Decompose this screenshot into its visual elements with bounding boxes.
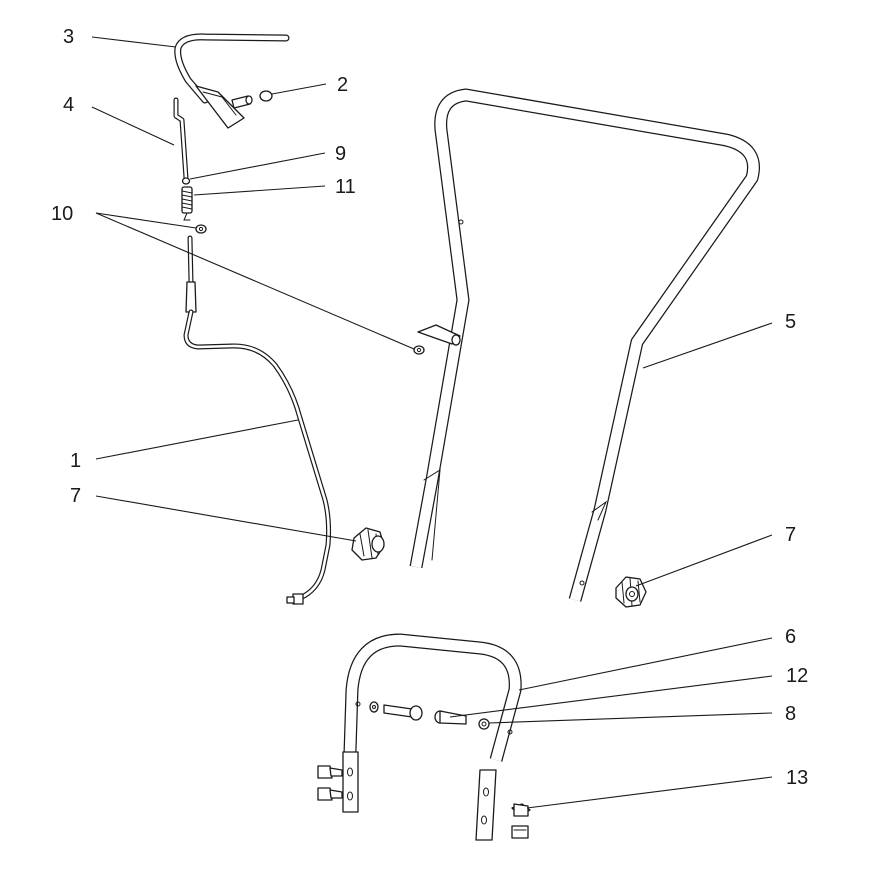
leader-3 [91,36,177,48]
leader-6 [518,637,773,691]
part-5-upper-handle [409,88,760,602]
leader-7b [635,534,773,587]
callout-13: 13 [786,767,808,789]
part-8-washer-left [369,701,379,713]
callout-5: 5 [785,311,796,333]
leader-9 [189,152,326,180]
part-2-pin-cap [259,90,273,102]
part-4-lever-rod [173,97,189,181]
part-13-screw-left-lower [317,787,343,801]
part-7-knob-left [351,527,385,561]
leader-4 [91,106,175,146]
part-11-spring [181,186,193,221]
callout-10: 10 [51,203,73,225]
callout-12: 12 [786,665,808,687]
leader-7a [95,495,357,542]
part-13-screw-right-lower [511,825,529,839]
part-3-control-lever [174,33,290,129]
part-1-control-cable [183,235,332,605]
leader-10a [95,212,197,229]
part-12-bolt-right [434,710,467,725]
part-10-nut-lower [413,345,425,355]
part-7-knob-right [615,576,647,608]
part-10-nut-upper [195,224,207,234]
part-13-screw-right-upper [511,803,531,817]
part-9-clip [181,177,191,185]
leader-8 [488,712,773,724]
callout-11: 11 [335,176,356,198]
leader-10b [95,212,415,350]
part-6-lower-handle [342,633,522,841]
leader-12 [449,675,773,718]
callout-3: 3 [63,26,74,48]
leader-13 [526,776,773,809]
part-12-bolt-left [383,704,423,721]
callout-7-left: 7 [70,485,81,507]
callout-8: 8 [785,703,796,725]
callout-numbers: 3 2 4 9 11 10 5 1 7 7 6 12 8 13 [51,26,808,789]
part-8-washer-right [478,718,490,730]
callout-2: 2 [337,74,348,96]
callout-6: 6 [785,626,796,648]
callout-4: 4 [63,94,74,116]
leader-5 [642,322,773,369]
leader-lines [91,36,773,809]
leader-1 [95,419,299,460]
callout-7-right: 7 [785,524,796,546]
callout-1: 1 [70,450,81,472]
leader-2 [271,83,327,95]
part-13-screw-left-upper [317,765,343,779]
callout-9: 9 [335,143,346,165]
leader-11 [193,185,326,196]
